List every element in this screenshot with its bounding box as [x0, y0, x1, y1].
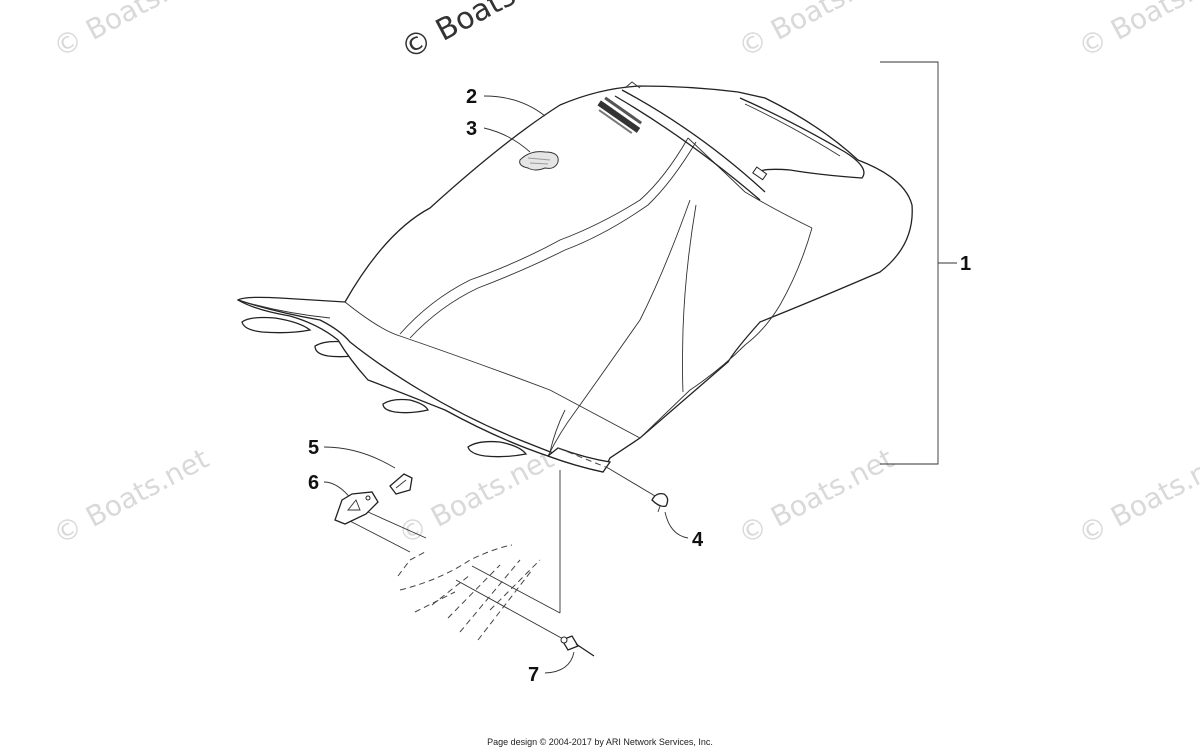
part-7-rivet	[560, 635, 595, 657]
callout-7: 7	[528, 664, 539, 686]
assembly-bracket	[880, 61, 957, 465]
watermark-large: © Boats.ne	[395, 0, 563, 67]
watermark: © Boats.net	[733, 442, 899, 551]
callout-labels: 1 2 3 4 5 6 7	[308, 86, 971, 686]
callout-2: 2	[466, 86, 477, 108]
mounting-surface	[397, 544, 541, 641]
part-5-clip	[389, 473, 413, 495]
part-6-bracket	[334, 491, 379, 525]
part-4-push-rivet	[651, 492, 669, 513]
callout-5: 5	[308, 437, 319, 459]
leader-lines	[323, 95, 689, 674]
watermark: © Boats.net	[733, 0, 899, 64]
seat-cover	[236, 81, 913, 473]
watermark: © Boats.net	[1073, 442, 1200, 551]
callout-3: 3	[466, 118, 477, 140]
watermark: © Boats.net	[1073, 0, 1200, 64]
watermark: © Boats.net	[48, 0, 214, 64]
page-footer: Page design © 2004-2017 by ARI Network S…	[487, 737, 713, 747]
seat-underside-tabs	[241, 316, 528, 458]
callout-6: 6	[308, 472, 319, 494]
seat-logo-mark	[597, 96, 643, 134]
callout-1: 1	[960, 253, 971, 275]
callout-4: 4	[692, 529, 704, 551]
watermark: © Boats.net	[48, 442, 214, 551]
decal-patch	[519, 151, 559, 171]
